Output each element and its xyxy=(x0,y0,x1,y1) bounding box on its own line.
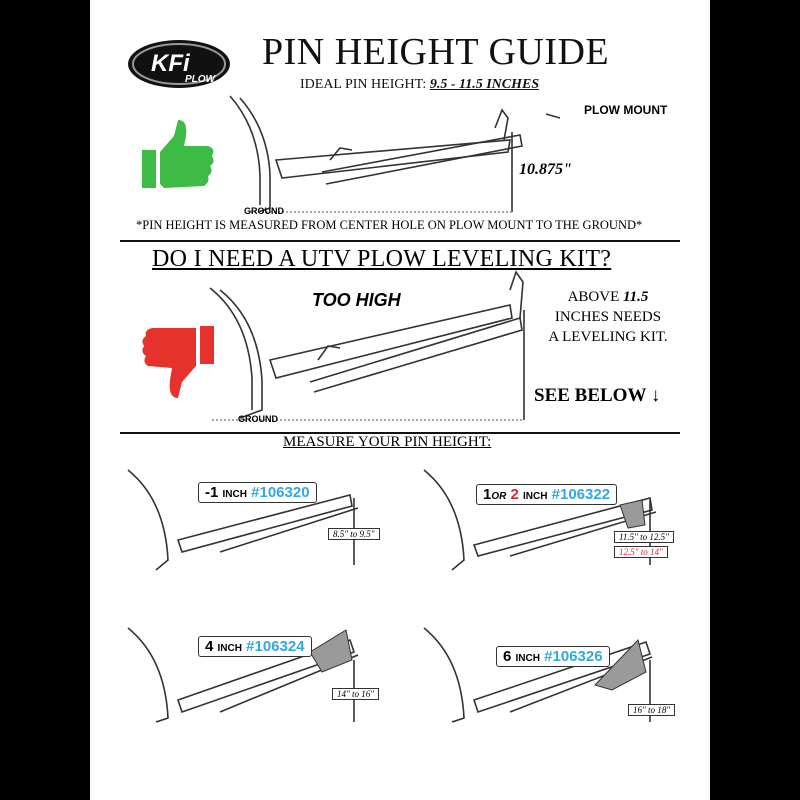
arrow-down-icon: ↓ xyxy=(650,385,661,406)
top-pin-height-dimension: 10.875" xyxy=(519,161,572,178)
too-high-label: TOO HIGH xyxy=(312,290,401,310)
top-ground-label: GROUND xyxy=(244,206,284,216)
kit-label-106322: 1OR 2 INCH #106322 xyxy=(476,484,618,505)
kfi-plow-logo: KFi PLOW xyxy=(128,40,230,88)
pin-height-guide-sheet: KFi PLOW PIN HEIGHT GUIDE IDEAL PIN HEIG… xyxy=(90,0,710,800)
kit-label-106320: -1 INCH #106320 xyxy=(198,482,317,503)
range-106320: 8.5" to 9.5" xyxy=(328,528,380,540)
divider-2 xyxy=(120,432,680,434)
svg-text:PLOW: PLOW xyxy=(185,74,217,85)
thumbs-up-icon xyxy=(142,120,214,188)
mid-ground-label: GROUND xyxy=(238,414,278,424)
see-below-label: SEE BELOW ↓ xyxy=(534,385,661,406)
kit-label-106324: 4 INCH #106324 xyxy=(198,636,312,657)
measure-heading: MEASURE YOUR PIN HEIGHT: xyxy=(283,434,492,450)
range-106326: 16" to 18" xyxy=(628,704,676,716)
kit-label-106326: 6 INCH #106326 xyxy=(496,646,610,667)
plow-mount-label: PLOW MOUNT xyxy=(584,103,668,117)
range-106324: 14" to 16" xyxy=(332,688,380,700)
leveling-kit-question: DO I NEED A UTV PLOW LEVELING KIT? xyxy=(152,246,612,272)
svg-text:KFi: KFi xyxy=(151,50,191,77)
divider-1 xyxy=(120,240,680,242)
plow-diagrams-art xyxy=(127,95,657,723)
range-106322: 11.5" to 12.5" xyxy=(614,531,674,543)
thumbs-down-icon xyxy=(142,326,214,398)
ideal-pin-height: IDEAL PIN HEIGHT: 9.5 - 11.5 INCHES xyxy=(300,77,540,92)
range-106322-alt: 12.5" to 14" xyxy=(614,546,668,558)
page-title: PIN HEIGHT GUIDE xyxy=(262,31,610,73)
measurement-note: *PIN HEIGHT IS MEASURED FROM CENTER HOLE… xyxy=(136,218,643,232)
